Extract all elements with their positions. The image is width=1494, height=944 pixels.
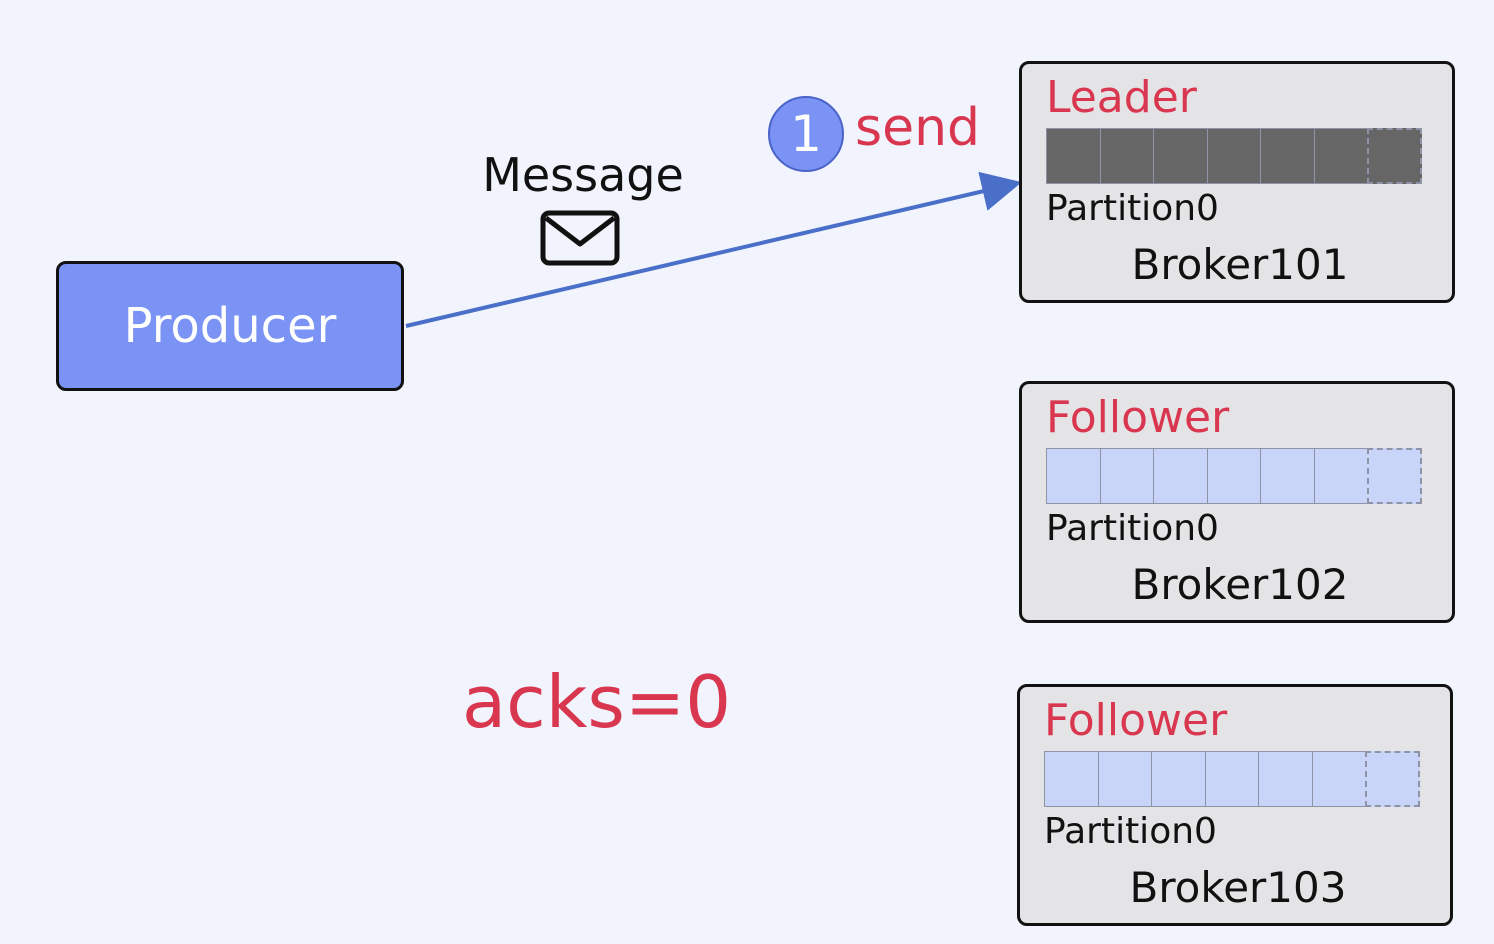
log-cell	[1153, 128, 1208, 184]
log-cell-pending	[1367, 128, 1422, 184]
broker-name: Broker102	[1131, 560, 1349, 609]
partition-log	[1044, 751, 1430, 807]
log-cell	[1258, 751, 1313, 807]
log-cell	[1313, 128, 1369, 184]
step-number: 1	[790, 105, 822, 163]
log-cell	[1153, 448, 1208, 504]
log-cell	[1206, 128, 1262, 184]
log-cell	[1313, 448, 1369, 504]
partition-log	[1046, 128, 1432, 184]
log-cell	[1044, 751, 1099, 807]
message-label: Message	[482, 148, 684, 202]
log-cell	[1260, 448, 1315, 504]
step-label: send	[855, 98, 981, 158]
log-cell-pending	[1365, 751, 1420, 807]
log-cell	[1099, 448, 1155, 504]
broker-role: Leader	[1046, 72, 1197, 123]
step-number-badge: 1	[768, 96, 844, 172]
producer-box: Producer	[56, 261, 404, 391]
partition-log	[1046, 448, 1432, 504]
partition-label: Partition0	[1046, 188, 1219, 229]
partition-label: Partition0	[1046, 508, 1219, 549]
broker-role: Follower	[1044, 695, 1228, 746]
broker-102-box: Follower Partition0 Broker102	[1019, 381, 1455, 623]
broker-role: Follower	[1046, 392, 1230, 443]
log-cell	[1097, 751, 1153, 807]
producer-label: Producer	[123, 298, 337, 354]
log-cell-pending	[1367, 448, 1422, 504]
log-cell	[1311, 751, 1367, 807]
mail-icon	[540, 210, 620, 266]
log-cell	[1204, 751, 1260, 807]
broker-name: Broker101	[1131, 240, 1349, 289]
log-cell	[1046, 128, 1101, 184]
partition-label: Partition0	[1044, 811, 1217, 852]
log-cell	[1206, 448, 1262, 504]
log-cell	[1260, 128, 1315, 184]
broker-103-box: Follower Partition0 Broker103	[1017, 684, 1453, 926]
broker-name: Broker103	[1129, 863, 1347, 912]
log-cell	[1046, 448, 1101, 504]
log-cell	[1151, 751, 1206, 807]
acks-setting-label: acks=0	[462, 660, 732, 744]
log-cell	[1099, 128, 1155, 184]
broker-101-box: Leader Partition0 Broker101	[1019, 61, 1455, 303]
